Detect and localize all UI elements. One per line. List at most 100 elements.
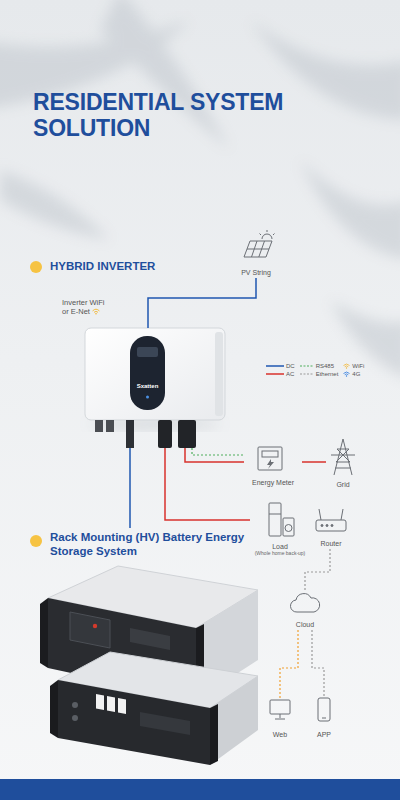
battery-rack-lower-part xyxy=(96,694,104,710)
wifi-symbol-part xyxy=(94,312,98,313)
phone-icon-part xyxy=(322,718,326,719)
palm-shadow-part xyxy=(330,300,400,380)
router-icon-part xyxy=(331,525,333,527)
battery-rack-lower-part xyxy=(72,702,78,708)
ethernet-line-sample-part xyxy=(300,372,314,376)
grid-node: Grid xyxy=(326,438,360,490)
phone-icon-part xyxy=(318,698,330,721)
pv-panel-icon-part xyxy=(244,241,272,257)
wifi-symbol-sample-part-part xyxy=(346,367,347,368)
battery-rack-lower-part xyxy=(58,680,210,765)
node-label: Grid xyxy=(336,481,349,489)
node-label: Energy Meter xyxy=(252,479,294,487)
ethernet-link xyxy=(305,549,330,590)
dc-cable xyxy=(148,278,256,328)
dc-cable xyxy=(129,448,131,528)
inverter-device-part xyxy=(85,328,225,420)
node-label: Cloud xyxy=(296,621,314,629)
router-node: Router xyxy=(314,506,348,549)
bullet-dot xyxy=(30,535,42,547)
energy-meter-icon-part xyxy=(258,447,282,470)
energy-meter-icon-part xyxy=(267,459,274,469)
legend-item: RS485 xyxy=(300,363,339,369)
node-label: Inverter WiFi or E-Net xyxy=(62,298,112,317)
node-label: Web xyxy=(273,731,287,739)
dc-line-sample-part-part xyxy=(266,365,284,367)
load-appliance-icon xyxy=(269,503,294,536)
wifi-link xyxy=(280,630,298,698)
load-appliance-icon-part xyxy=(269,514,281,515)
battery-rack-lower-part xyxy=(50,680,58,738)
pv-panel-icon-part xyxy=(247,241,269,257)
router-icon xyxy=(316,509,346,531)
cloud-node: Cloud xyxy=(287,590,323,630)
section-heading: HYBRID INVERTER xyxy=(50,260,155,272)
node-label: APP xyxy=(317,731,331,739)
ethernet-line-sample xyxy=(300,372,314,376)
node-label: Load xyxy=(272,543,288,551)
4g-symbol-sample-part-part xyxy=(345,373,349,375)
rs485-line-sample-part xyxy=(300,364,314,368)
battery-rack-upper-part xyxy=(93,624,97,628)
node-sublabel: Sxatten xyxy=(130,383,165,389)
ac-line-sample xyxy=(266,372,284,376)
legend-item: Ethernet xyxy=(300,371,339,377)
inverter-device-part xyxy=(130,336,165,410)
legend-text: DC xyxy=(286,363,295,369)
load-node: Load(Whole home back-up) xyxy=(250,500,310,558)
battery-storage: Rack Mounting (HV) Battery Energy Storag… xyxy=(28,528,260,768)
grid-tower-icon-part xyxy=(331,439,355,475)
legend-text: 4G xyxy=(352,371,360,377)
monitor-icon-part xyxy=(275,714,285,719)
palm-shadow-part xyxy=(300,160,400,260)
ac-cable xyxy=(165,448,250,520)
wifi-symbol-sample-part xyxy=(343,363,350,369)
battery-rack-upper-part xyxy=(40,598,48,668)
dc-line-sample xyxy=(266,364,284,368)
battery-rack-lower-part xyxy=(140,712,190,735)
energy-meter-icon xyxy=(258,447,282,470)
node-label: PV String xyxy=(241,269,271,277)
node-sublabel: (Whole home back-up) xyxy=(255,551,306,557)
hybrid-inverter: Inverter WiFi or E-NetSxatten xyxy=(85,328,225,448)
ac-line-sample-part xyxy=(266,372,284,376)
monitor-icon-part xyxy=(270,700,290,714)
4g-symbol-sample xyxy=(343,371,350,377)
pv-string-node: PV String xyxy=(236,232,276,278)
router-icon-part xyxy=(321,525,323,527)
4g-symbol-sample-part-part xyxy=(344,372,350,374)
4g-symbol-sample-part xyxy=(343,371,350,377)
load-appliance-icon-part xyxy=(285,525,292,532)
bullet-dot xyxy=(30,261,42,273)
grid-tower-icon xyxy=(331,439,355,475)
router-icon-part xyxy=(326,525,328,527)
wifi-symbol-part xyxy=(95,313,97,315)
4g-symbol-sample-part-part xyxy=(346,375,347,376)
legend-item: AC xyxy=(266,371,295,377)
router-icon-part xyxy=(319,509,343,520)
palm-shadow xyxy=(0,0,400,380)
legend-text: Ethernet xyxy=(316,371,339,377)
inverter-device-part xyxy=(137,347,158,357)
wifi-symbol-sample-part-part xyxy=(345,365,349,367)
monitor-icon xyxy=(270,700,290,719)
pv-panel-icon-part xyxy=(262,234,272,239)
node-label: Rack Mounting (HV) Battery Energy Storag… xyxy=(50,531,250,559)
ac-cable xyxy=(185,448,244,462)
rs485-link xyxy=(192,448,244,455)
inverter-device-part xyxy=(126,420,134,448)
inverter-device-part xyxy=(106,420,114,432)
legend-text: WiFi xyxy=(352,363,364,369)
footer-band xyxy=(0,779,400,800)
legend-text: RS485 xyxy=(316,363,334,369)
ac-cable xyxy=(302,461,326,463)
palm-shadow-part xyxy=(0,170,110,240)
app-node: APP xyxy=(312,696,336,740)
inverter-device-part xyxy=(178,420,196,448)
ethernet-line-sample-part-part xyxy=(300,373,314,374)
node-label: Router xyxy=(320,540,341,548)
cloud-icon-part xyxy=(290,594,319,612)
wifi-symbol-sample-part-part xyxy=(344,364,350,366)
ethernet-link xyxy=(312,630,324,696)
rs485-line-sample-part-part xyxy=(300,365,314,366)
